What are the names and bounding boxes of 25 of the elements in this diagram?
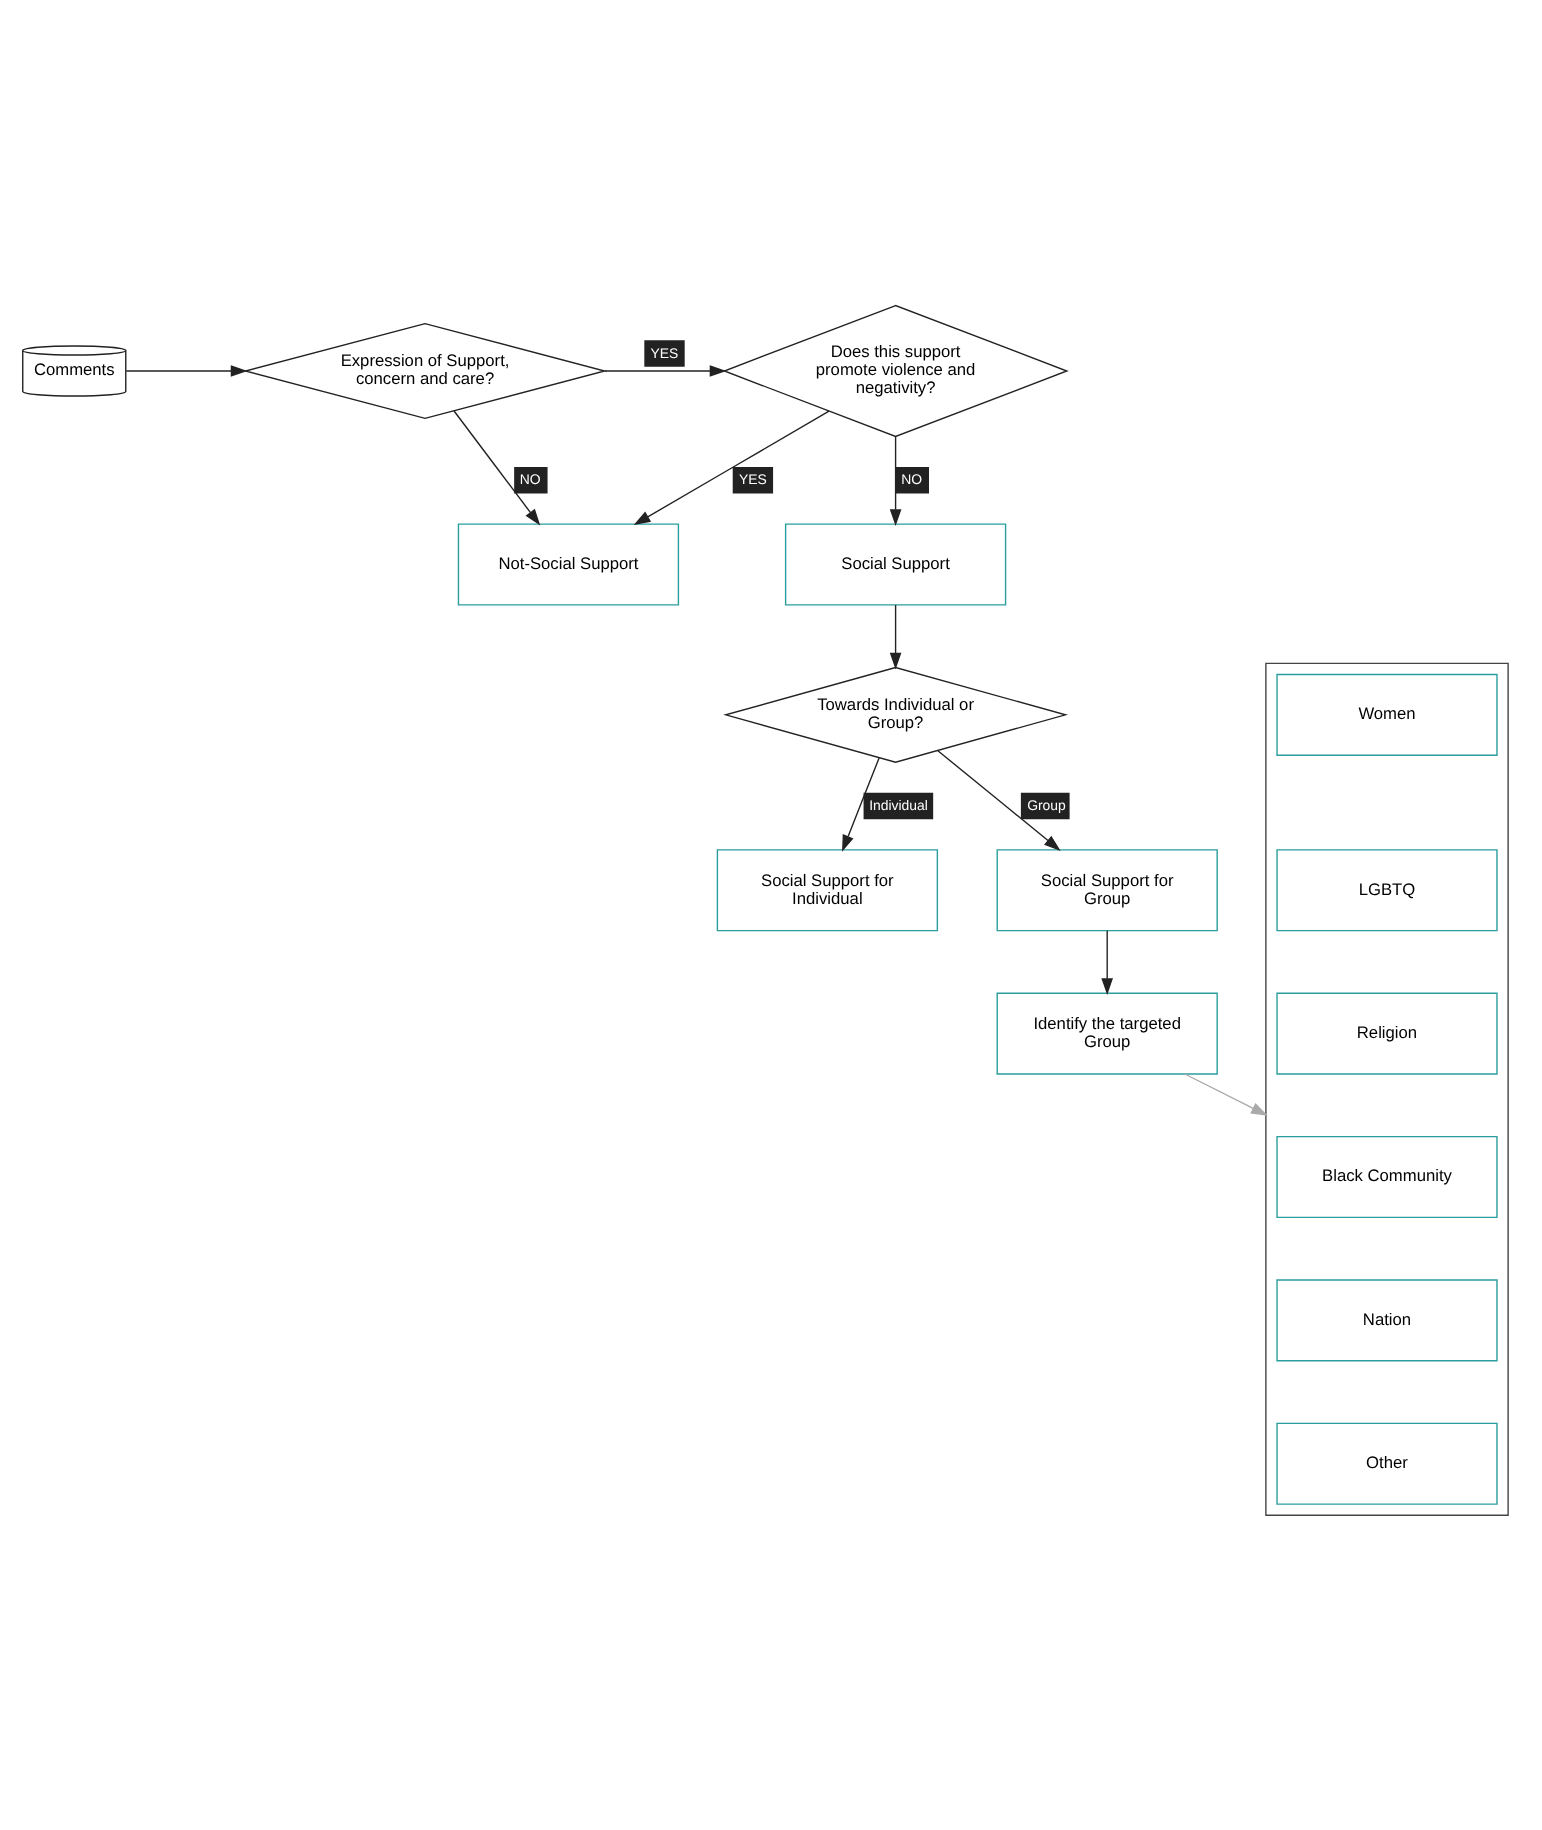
arrow xyxy=(125,364,248,376)
arrow xyxy=(1101,929,1114,994)
arrow xyxy=(633,409,830,525)
node-box: Other xyxy=(1276,1421,1498,1504)
node-box: Not-Social Support xyxy=(457,522,680,605)
node-box: Social Support for Group xyxy=(996,848,1218,931)
arrow xyxy=(453,409,541,525)
arrow xyxy=(1184,1072,1268,1115)
node-box: Identify the targeted Group xyxy=(996,991,1218,1074)
node-box: LGBTQ xyxy=(1276,848,1498,931)
node-box: Women xyxy=(1276,672,1498,755)
cluster xyxy=(1265,661,1509,1515)
node-diamond: Expression of Support, concern and care? xyxy=(242,321,608,419)
arrow xyxy=(889,434,902,526)
arrow xyxy=(842,756,880,851)
node-box: Religion xyxy=(1276,991,1498,1074)
node-diamond: Towards Individual or Group? xyxy=(723,665,1068,762)
node-box: Social Support xyxy=(784,522,1007,605)
node-box: Nation xyxy=(1276,1278,1498,1361)
arrow xyxy=(937,749,1061,850)
node-box: Social Support for Individual xyxy=(716,848,939,931)
node-box: Black Community xyxy=(1276,1134,1498,1218)
arrow xyxy=(604,364,727,376)
arrow xyxy=(889,603,902,669)
node-diamond: Does this support promote violence and negativity? xyxy=(722,303,1069,437)
